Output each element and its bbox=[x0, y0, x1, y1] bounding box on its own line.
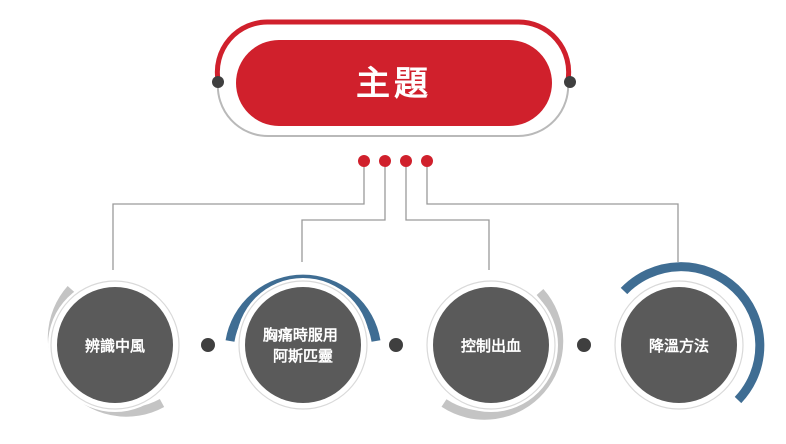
connector-dots bbox=[358, 155, 433, 167]
node-4: 降溫方法 bbox=[612, 262, 765, 412]
node-2-outline bbox=[238, 280, 368, 410]
connector-dot-4 bbox=[421, 155, 433, 167]
connector-lines bbox=[112, 167, 679, 270]
node-3-circle bbox=[433, 287, 549, 403]
node-3: 控制出血 bbox=[424, 278, 564, 420]
title-group: 主題 bbox=[212, 19, 576, 138]
separator-dots bbox=[201, 338, 591, 352]
node-4-outline bbox=[614, 280, 744, 410]
node-1-circle bbox=[57, 287, 173, 403]
node-2-label: 胸痛時服用 阿斯匹靈 bbox=[263, 326, 343, 365]
title-right-dot bbox=[564, 76, 576, 88]
node-1: 辨識中風 bbox=[47, 278, 182, 417]
title-red-top-arc bbox=[214, 19, 572, 81]
separator-dot-1 bbox=[201, 338, 215, 352]
node-2: 胸痛時服用 阿斯匹靈 bbox=[225, 274, 381, 412]
node-2-label-line-2: 阿斯匹靈 bbox=[273, 347, 333, 365]
title-text: 主題 bbox=[356, 64, 432, 104]
node-4-label-line-1: 降溫方法 bbox=[649, 337, 709, 355]
connector-line-2 bbox=[301, 167, 386, 262]
connector-line-1 bbox=[112, 167, 365, 270]
connector-dot-3 bbox=[400, 155, 412, 167]
node-3-label: 控制出血 bbox=[461, 337, 521, 355]
node-3-outline bbox=[426, 280, 556, 410]
separator-dot-2 bbox=[389, 338, 403, 352]
node-1-label: 辨識中風 bbox=[85, 337, 145, 355]
connector-line-4 bbox=[426, 167, 679, 262]
title-left-dot bbox=[212, 76, 224, 88]
node-4-blue-ring-right bbox=[620, 262, 765, 404]
title-gray-bottom-arc bbox=[216, 81, 570, 138]
title-pill bbox=[236, 40, 552, 126]
node-1-outline bbox=[50, 280, 180, 410]
node-3-label-line-1: 控制出血 bbox=[461, 337, 521, 355]
node-4-circle bbox=[621, 287, 737, 403]
separator-dot-3 bbox=[577, 338, 591, 352]
connector-dot-2 bbox=[379, 155, 391, 167]
node-4-label: 降溫方法 bbox=[649, 337, 709, 355]
node-2-label-line-1: 胸痛時服用 bbox=[263, 326, 338, 344]
node-1-label-line-1: 辨識中風 bbox=[85, 337, 145, 355]
connector-line-3 bbox=[405, 167, 490, 270]
node-2-circle bbox=[245, 287, 361, 403]
connector-dot-1 bbox=[358, 155, 370, 167]
